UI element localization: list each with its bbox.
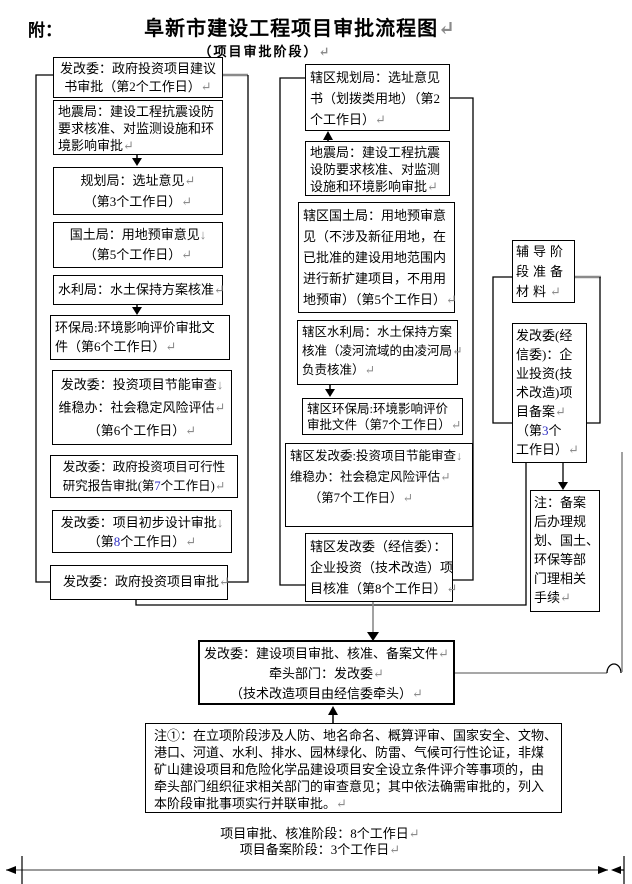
right-column-bracket-left bbox=[492, 276, 512, 424]
box-district-water-soil-plan: 辖区水利局：水土保持方案核准（凌河流域的由凌河局↵负责核准）↵ bbox=[297, 320, 463, 385]
box-district-env-eia: 辖区环保局:环境影响评价审批文件（第7个工作日）↵ bbox=[302, 398, 463, 435]
right-column-bracket-right bbox=[587, 277, 601, 424]
title-prefix: 附： bbox=[28, 21, 62, 40]
dimension-arrow-right bbox=[598, 866, 608, 874]
box-coaching-stage-materials: 辅导阶段准备材料↵ bbox=[512, 240, 575, 303]
arrow-l5-l6-head bbox=[132, 307, 142, 315]
box-district-drc-energy-review: 辖区发改委:投资项目节能审查↓维稳办：社会稳定风险评估↵ （第7个工作日）↵ bbox=[285, 443, 473, 527]
box-drc-enterprise-filing: 发改委(经信委)：企业投资(技术改造)项目备案↵（第3个工作日）↵ bbox=[512, 323, 587, 463]
duration-labels: 项目审批、核准阶段：8个工作日↵项目备案阶段：3个工作日↵ bbox=[220, 826, 420, 857]
box-env-bureau-eia: 环保局:环境影响评价审批文件（第6个工作日）↵ bbox=[50, 315, 230, 360]
line-hop bbox=[606, 663, 622, 674]
box-district-seismic: 地震局：建设工程抗震设防要求核准、对监测设施和环境影响审批↵ bbox=[305, 141, 450, 196]
arrow-n-b-head bbox=[328, 706, 338, 715]
box-district-land-preview: 辖区国土局：用地预审意见（不涉及新征用地，在已批准的建设用地范围内进行新扩建项目… bbox=[298, 202, 457, 313]
arrow-m2-m1-head bbox=[323, 131, 333, 140]
box-water-bureau-soil-plan: 水利局：水土保持方案核准↵ bbox=[53, 275, 225, 305]
box-planning-bureau-site-opinion: 规划局：选址意见↵（第3个工作日）↵ bbox=[53, 167, 223, 215]
box-drc-feasibility-report: 发改委：政府投资项目可行性研究报告审批(第7个工作日)↵ bbox=[50, 455, 238, 498]
box-summary-lead-department: 发改委：建设项目审批、核准、备案文件↵牵头部门：发改委↵（技术改造项目由经信委牵… bbox=[198, 640, 455, 705]
page-title: 阜新市建设工程项目审批流程图↵ bbox=[144, 18, 456, 40]
left-column-bracket-right bbox=[228, 75, 249, 583]
box-note-parallel-approval: 注①：在立项阶段涉及人防、地名命名、概算评审、国家安全、文物、港口、河道、水利、… bbox=[145, 723, 562, 813]
dimension-arrow-left bbox=[6, 866, 16, 874]
arrow-r2-r3-head bbox=[558, 482, 568, 490]
box-drc-preliminary-design: 发改委：项目初步设计审批↓（第8个工作日）↵ bbox=[52, 510, 232, 553]
dimension-arrow-short-left bbox=[611, 866, 621, 874]
arrow-l2-l3-head bbox=[132, 158, 142, 166]
page-subtitle: （项目审批阶段）↵ bbox=[198, 44, 332, 59]
box-drc-energy-review: 发改委：投资项目节能审查↓维稳办：社会稳定风险评估↵（第6个工作日）↵ bbox=[52, 370, 232, 445]
box-district-drc-enterprise-approval: 辖区发改委（经信委）：企业投资（技术改造）项目核准（第8个工作日）↵ bbox=[305, 533, 457, 602]
arrow-m4-m5-head bbox=[325, 389, 335, 397]
box-drc-gov-investment-approval: 发改委：政府投资项目审批↵ bbox=[50, 565, 230, 600]
box-seismic-bureau: 地震局：建设工程抗震设防要求核准、对监测设施和环境影响审批↵ bbox=[53, 100, 223, 155]
box-filing-note: 注：备案后办理规划、国土、环保等部门理相关手续↵ bbox=[530, 490, 600, 612]
box-drc-proposal-approval: 发改委：政府投资项目建议书审批（第2个工作日）↵ bbox=[53, 57, 223, 98]
box-land-bureau-preview: 国土局：用地预审意见↓（第5个工作日）↵ bbox=[53, 222, 223, 268]
